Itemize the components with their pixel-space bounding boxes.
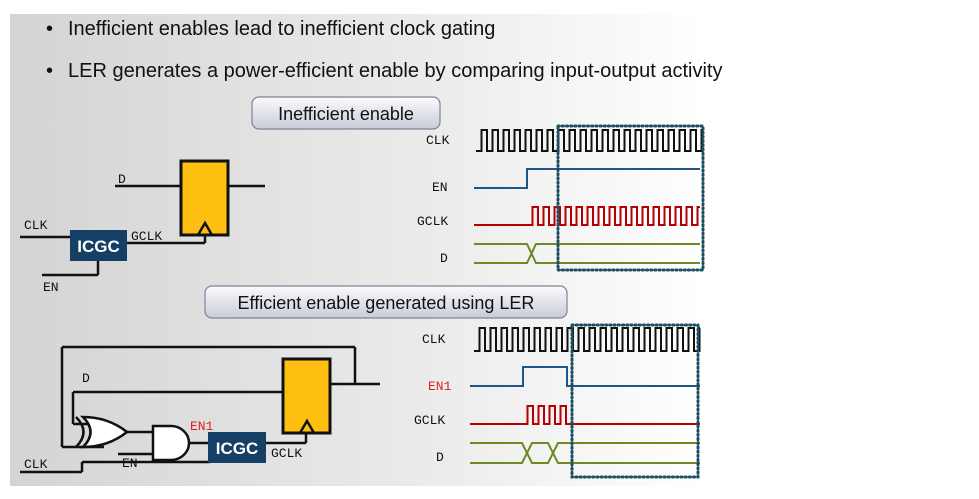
top-wave-d-label: D: [440, 251, 448, 266]
bottom-clk-wave: [474, 327, 701, 352]
top-d-label: D: [118, 172, 126, 187]
bullet-marker: •: [46, 60, 54, 82]
slide-background: [10, 14, 975, 486]
bottom-clk-label: CLK: [24, 457, 48, 472]
xor-gate: [79, 415, 130, 449]
top-clk-label: CLK: [24, 218, 48, 233]
bottom-title-box: Efficient enable generated using LER: [204, 285, 568, 319]
bottom-title-text: Efficient enable generated using LER: [238, 293, 535, 313]
bottom-en1-label: EN1: [190, 419, 214, 434]
bottom-gclk-wave: [470, 405, 700, 425]
bottom-dotted-box: [570, 323, 700, 479]
top-wave-clk-label: CLK: [426, 133, 450, 148]
top-circuit: [20, 184, 265, 277]
and-gate: [151, 424, 191, 462]
bottom-wave-gclk-label: GCLK: [414, 413, 445, 428]
bottom-en1-wave: [470, 366, 700, 387]
top-title-text: Inefficient enable: [278, 104, 414, 124]
bottom-icgc-label: ICGC: [216, 439, 259, 458]
top-title-box: Inefficient enable: [251, 96, 441, 130]
bottom-gclk-label: GCLK: [271, 446, 302, 461]
top-d-wave-a: [474, 243, 700, 264]
top-gclk-wave: [474, 206, 700, 226]
bullet-2: • LER generates a power-efficient enable …: [46, 60, 722, 83]
xor-gate-input-arc: [75, 416, 85, 448]
top-waveforms: [474, 129, 703, 264]
bottom-d-wave-b: [470, 442, 700, 464]
top-en-label: EN: [43, 280, 59, 295]
top-d-wave-b: [474, 243, 700, 264]
top-gclk-label: GCLK: [131, 229, 162, 244]
bottom-icgc-block: [208, 432, 266, 463]
bottom-flipflop-clock-triangle: [298, 418, 316, 434]
bottom-circuit-wires: [20, 345, 380, 474]
bullet-text: LER generates a power-efficient enable b…: [68, 60, 723, 82]
top-flipflop-clock-triangle: [196, 220, 214, 236]
top-wave-gclk-label: GCLK: [417, 214, 448, 229]
top-clk-wave: [476, 129, 703, 152]
top-wave-en-label: EN: [432, 180, 448, 195]
bottom-wave-en1-label: EN1: [428, 379, 452, 394]
top-en-wave: [474, 168, 700, 189]
bottom-wave-d-label: D: [436, 450, 444, 465]
bottom-d-wave-a: [470, 442, 700, 464]
bottom-d-label: D: [82, 371, 90, 386]
top-dotted-box: [556, 124, 705, 272]
bottom-en-label: EN: [122, 456, 138, 471]
bullet-marker: •: [46, 18, 54, 40]
bottom-waveforms: [470, 327, 701, 464]
top-icgc-block: [70, 230, 127, 261]
top-icgc-label: ICGC: [77, 237, 120, 256]
bullet-1: • Inefficient enables lead to inefficient…: [46, 18, 495, 41]
bullet-text: Inefficient enables lead to inefficient …: [68, 18, 496, 40]
bottom-wave-clk-label: CLK: [422, 332, 446, 347]
